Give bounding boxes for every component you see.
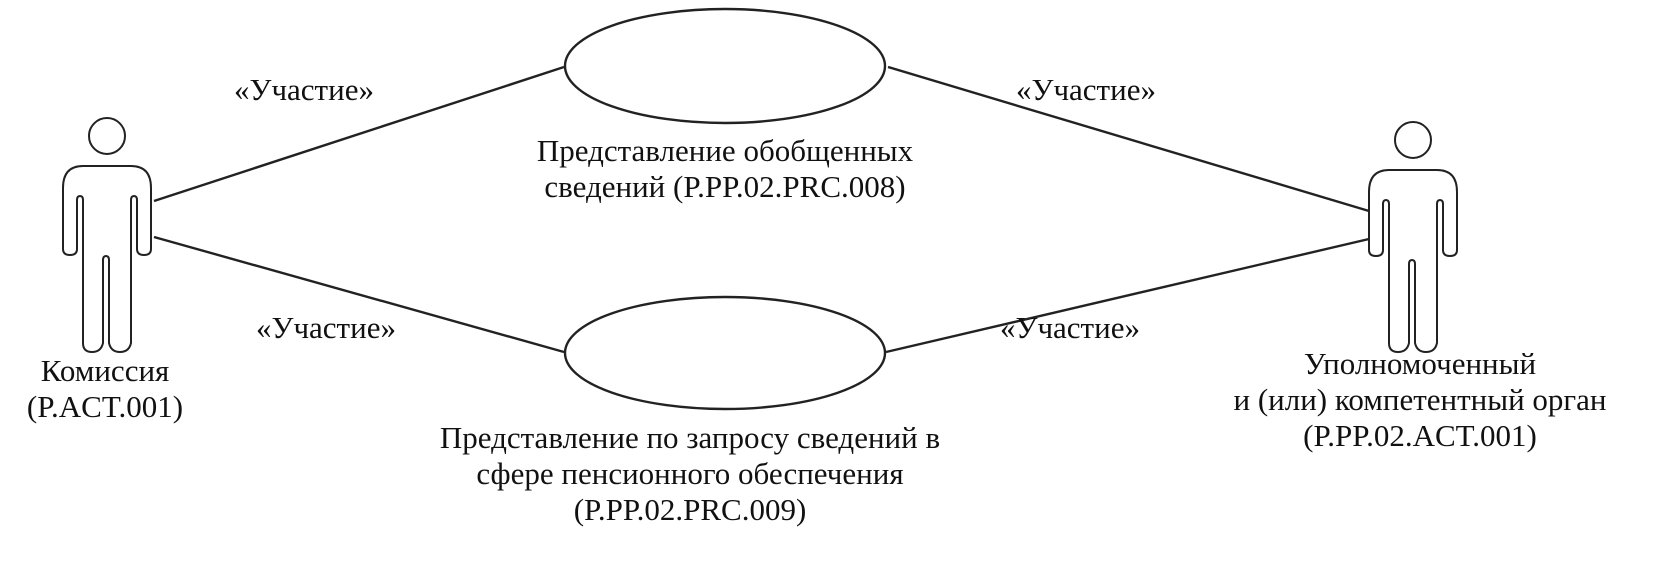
association-label-commission-prc009: «Участие» — [256, 310, 396, 345]
use-case-label-prc008: Представление обобщенных сведений (P.PP.… — [460, 133, 990, 205]
use-case-label-prc009: Представление по запросу сведений в сфер… — [370, 420, 1010, 528]
association-label-authority-prc009: «Участие» — [1000, 310, 1140, 345]
actor-name-line1: Уполномоченный — [1303, 346, 1537, 381]
association-label-commission-prc008: «Участие» — [234, 72, 374, 107]
use-case-label-line2: сфере пенсионного обеспечения — [476, 456, 904, 491]
actor-icon-commission — [62, 117, 152, 354]
actor-label-authority: Уполномоченный и (или) компетентный орга… — [1100, 346, 1654, 454]
association-line-commission-prc009 — [153, 235, 565, 354]
actor-name-line2: и (или) компетентный орган — [1233, 382, 1607, 417]
actor-name: Комиссия — [40, 353, 170, 388]
use-case-label-line2: сведений (P.PP.02.PRC.008) — [544, 169, 906, 204]
use-case-ellipse-prc008 — [563, 7, 887, 125]
association-line-commission-prc008 — [153, 65, 565, 203]
association-label-authority-prc008: «Участие» — [1016, 72, 1156, 107]
use-case-label-line3: (P.PP.02.PRC.009) — [573, 492, 807, 527]
use-case-label-line1: Представление обобщенных — [536, 133, 914, 168]
use-case-label-line1: Представление по запросу сведений в — [439, 420, 941, 455]
actor-label-commission: Комиссия (P.ACT.001) — [0, 353, 210, 425]
use-case-ellipse-prc009 — [563, 295, 887, 411]
actor-code: (P.PP.02.ACT.001) — [1303, 418, 1537, 453]
actor-code: (P.ACT.001) — [26, 389, 184, 424]
association-line-authority-prc009 — [885, 237, 1370, 354]
actor-icon-authority — [1368, 121, 1458, 354]
association-line-authority-prc008 — [887, 65, 1370, 213]
